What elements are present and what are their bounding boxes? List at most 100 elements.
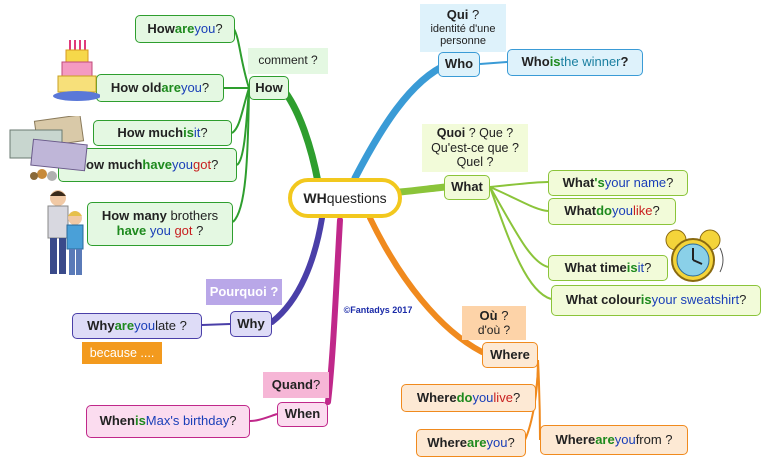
q-subject: you (486, 434, 508, 450)
q-subject: you (172, 156, 194, 172)
where-question-3: Where are you from ? (540, 425, 688, 455)
q-verb: have (116, 223, 147, 238)
what-label-quoi: Quoi (436, 126, 466, 141)
q-word: When (99, 413, 135, 429)
q-verb-main: live (493, 389, 513, 405)
q-mark: ? (201, 79, 210, 95)
central-topic-key: WH (303, 190, 327, 206)
q-word: What time (564, 259, 627, 275)
when-node: When (277, 402, 328, 427)
branch-when (325, 217, 343, 405)
q-mark: ? (512, 389, 521, 405)
q-verb: are (161, 79, 181, 95)
when-question-1: When is Max's birthday ? (86, 405, 250, 438)
q-word: What (562, 174, 595, 190)
q-mark: ? (215, 20, 223, 36)
q-verb: 's (594, 174, 605, 190)
alarm-clock-icon (665, 229, 724, 282)
how-question-4: How much have you got ? (58, 148, 237, 182)
central-topic-wh-questions: WH questions (288, 178, 402, 218)
q-rest: from ? (635, 431, 673, 447)
children-icon (47, 190, 84, 275)
because-label: because .... (82, 342, 162, 364)
q-verb: is (134, 413, 146, 429)
q-subject: you (180, 79, 202, 95)
why-label-pourquoi: Pourquoi ? (206, 279, 282, 305)
q-verb: have (142, 156, 173, 172)
who-question-1: Who is the winner ? (507, 49, 643, 76)
q-word: What colour (565, 292, 641, 308)
q-word: Where (416, 389, 457, 405)
q-subject: it (193, 124, 201, 140)
q-word: Why (87, 317, 115, 333)
q-subject: you (611, 203, 633, 219)
branch-why (269, 215, 325, 325)
what-label: Quoi ? Que ? Qu'est-ce que ? Quel ? (422, 124, 528, 172)
who-node: Who (438, 52, 480, 77)
q-word: How much (117, 124, 184, 140)
q-noun: brothers (166, 208, 219, 224)
who-label-line2: identité d'une (430, 22, 496, 35)
q-mark: ? (192, 223, 204, 238)
q-subject: your name (604, 174, 667, 190)
q-mark: ? (739, 292, 747, 308)
q-mark: ? (200, 124, 208, 140)
when-label: Quand ? (263, 372, 329, 398)
who-label: Qui ? identité d'une personne (420, 4, 506, 52)
q-subject: you (614, 431, 636, 447)
q-word: Where (555, 431, 596, 447)
copyright-text: ©Fantadys 2017 (343, 304, 413, 315)
q-verb: is (183, 124, 194, 140)
q-verb: are (174, 20, 195, 36)
q-word: How much (76, 156, 143, 172)
where-question-1: Where do you live ? (401, 384, 536, 412)
q-subject: you (134, 317, 156, 333)
q-mark: ? (644, 259, 652, 275)
where-label-ou: Où (479, 307, 498, 323)
branch-how (278, 84, 322, 186)
q-mark: ? (666, 174, 674, 190)
what-question-3: What time is it ? (548, 255, 668, 281)
q-verb: are (114, 317, 135, 333)
q-verb: is (626, 259, 638, 275)
central-topic-rest: questions (326, 190, 387, 206)
what-node: What (444, 175, 490, 200)
q-word: How (147, 20, 175, 36)
q-mark: ? (507, 434, 515, 450)
branch-what (396, 183, 450, 196)
q-mark: ? (211, 156, 219, 172)
q-subject: you (146, 223, 171, 238)
q-mark: ? (620, 54, 629, 70)
q-mark: ? (652, 203, 660, 219)
q-subject: your sweatshirt (651, 292, 740, 308)
q-subject: it (637, 259, 645, 275)
q-rest: late ? (155, 317, 187, 333)
where-node: Where (482, 342, 538, 368)
q-verb: do (596, 203, 612, 219)
q-verb-main: like (632, 203, 653, 219)
where-question-2: Where are you ? (416, 429, 526, 457)
q-verb: is (640, 292, 652, 308)
q-word: What (564, 203, 597, 219)
what-label-que: ? Que ? (465, 126, 514, 141)
where-label-line2: d'où ? (477, 322, 511, 337)
why-node: Why (230, 311, 272, 337)
what-question-2: What do you like ? (548, 198, 676, 225)
q-word: How old (110, 79, 162, 95)
q-word: Who (521, 54, 550, 70)
q-subject: the winner (560, 54, 621, 70)
q-mark: ? (229, 413, 237, 429)
q-verb: is (549, 54, 561, 70)
q-verb: do (456, 389, 473, 405)
q-verb: are (595, 431, 615, 447)
what-question-1: What 's your name ? (548, 170, 688, 196)
q-participle: got (193, 156, 212, 172)
branch-where (367, 215, 485, 355)
branch-who (351, 60, 452, 182)
q-verb: are (467, 434, 487, 450)
when-label-mark: ? (312, 376, 321, 392)
who-label-mark: ? (468, 6, 480, 22)
what-label-line2: Qu'est-ce que ? (431, 140, 519, 155)
why-question-1: Why are you late ? (72, 313, 202, 339)
